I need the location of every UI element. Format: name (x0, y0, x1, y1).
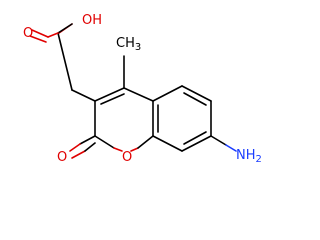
methyl-label: CH3 (116, 36, 141, 54)
bond-c2-ring-o (94, 135, 115, 149)
bond-c4a-c5 (152, 85, 183, 102)
bond-c8-c8a (152, 135, 183, 152)
acid-oxygen-label: O (23, 26, 33, 41)
molecule-structure: OH O CH3 O O NH2 (23, 13, 262, 166)
bond-acid-c-o-2 (31, 29, 49, 38)
hydroxyl-label: OH (82, 13, 102, 28)
bond-ring-o-c8a-red (130, 147, 139, 152)
bond-c3-c4 (94, 87, 125, 102)
bond-c3-c4-double (100, 93, 125, 105)
amine-label: NH2 (236, 148, 262, 166)
bond-c7-n (210, 135, 227, 146)
bond-acid-c-ch2 (57, 32, 73, 91)
bond-acid-c-o-1 (47, 32, 59, 38)
bond-c7-c8 (181, 135, 212, 152)
bond-c4-c4a (123, 87, 154, 102)
bond-c7-n-blue (225, 144, 237, 152)
bond-ring-o-c8a (137, 135, 154, 149)
bond-acid-c-oh-carbon-part (57, 23, 73, 34)
bond-c2-carbonyl (79, 135, 96, 145)
bond-c5-c6 (181, 85, 212, 102)
bond-c2-carbonyl-double-red (71, 150, 86, 159)
bond-c2-carbonyl-double (84, 142, 96, 152)
lactone-oxygen-label: O (57, 150, 67, 165)
bond-c5-c6-double (183, 92, 207, 106)
ring-oxygen-label: O (122, 150, 132, 165)
bond-acid-double-o (29, 35, 47, 43)
bond-c7-c8-double (183, 131, 207, 145)
bond-c2-carbonyl-red (69, 143, 81, 152)
bond-c2-ring-o-red (113, 147, 123, 152)
bond-ch2-c3 (71, 89, 96, 102)
